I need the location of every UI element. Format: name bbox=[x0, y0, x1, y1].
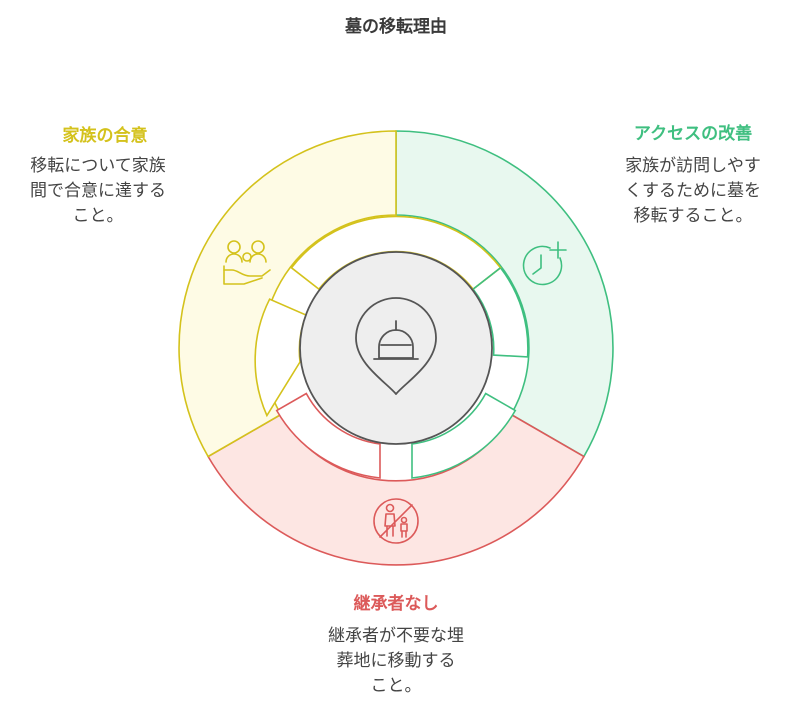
segment-title-heir: 継承者なし bbox=[353, 594, 439, 614]
clock-plus-icon bbox=[522, 241, 567, 286]
description-line: くするために墓を bbox=[625, 181, 761, 201]
description-line: 移転すること。 bbox=[633, 206, 753, 226]
no-children-icon bbox=[373, 498, 419, 544]
description-line: 移転について家族 bbox=[30, 156, 166, 176]
diagram-title: 墓の移転理由 bbox=[345, 17, 447, 37]
segment-heir bbox=[207, 413, 585, 566]
description-line: 家族が訪問しやす bbox=[625, 156, 761, 176]
description-line: こと。 bbox=[72, 206, 124, 226]
segment-description-access: 家族が訪問しやす くするために墓を 移転すること。 bbox=[608, 154, 778, 229]
segment-access bbox=[395, 130, 614, 458]
segment-title-family: 家族の合意 bbox=[62, 126, 148, 146]
segment-title-access: アクセスの改善 bbox=[633, 124, 753, 144]
description-line: こと。 bbox=[370, 676, 422, 696]
segment-description-family: 移転について家族 間で合意に達する こと。 bbox=[10, 154, 186, 229]
segment-description-heir: 継承者が不要な埋 葬地に移動する こと。 bbox=[296, 624, 496, 699]
description-line: 間で合意に達する bbox=[30, 181, 166, 201]
family-agreement-icon bbox=[223, 240, 271, 285]
inner-arrow-ring bbox=[254, 215, 529, 479]
grave-location-icon bbox=[355, 297, 437, 395]
description-line: 継承者が不要な埋 bbox=[328, 626, 464, 646]
description-line: 葬地に移動する bbox=[336, 651, 456, 671]
center-circle bbox=[299, 251, 493, 445]
